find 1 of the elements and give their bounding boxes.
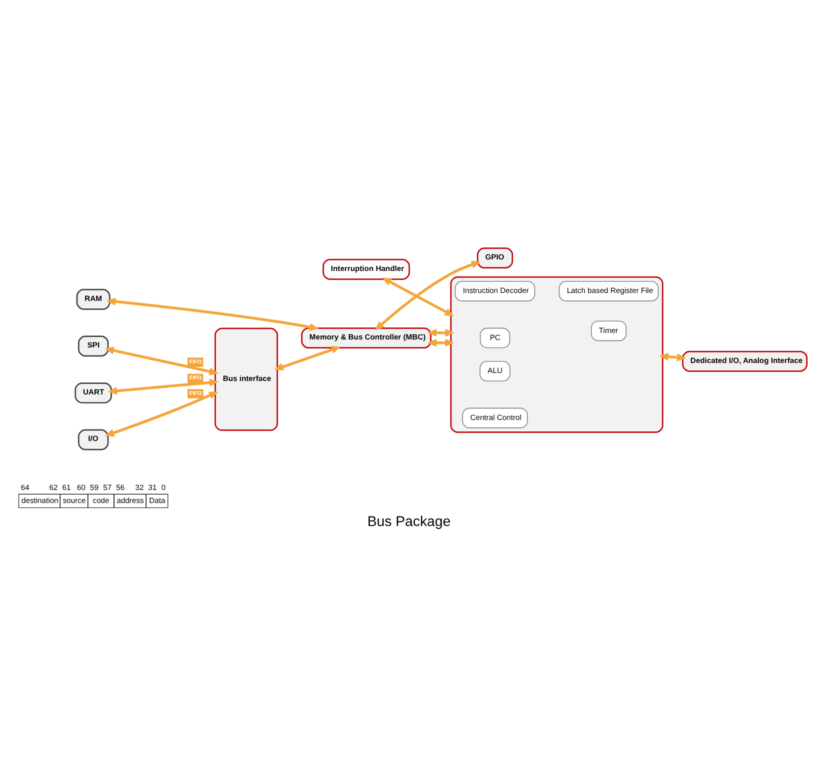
caption: Bus Package	[367, 512, 451, 529]
